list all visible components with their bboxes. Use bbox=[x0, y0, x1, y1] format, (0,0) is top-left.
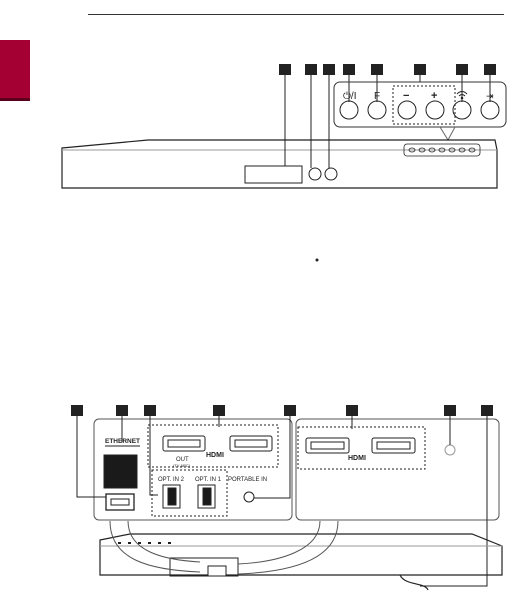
callout-square bbox=[305, 64, 317, 75]
callout-square bbox=[71, 405, 83, 416]
ethernet-label: ETHERNET bbox=[105, 438, 140, 445]
bluetooth-label: ⇥ bbox=[486, 91, 494, 101]
callout-square bbox=[279, 64, 291, 75]
hdmi-in-port-1 bbox=[305, 437, 350, 454]
function-button-label: F bbox=[374, 91, 380, 102]
hdmi-out-label: OUT bbox=[176, 457, 189, 463]
hdmi-out-sublabel: (TV ARC) bbox=[173, 463, 191, 468]
rear-panel-right bbox=[295, 418, 500, 521]
bluetooth-button bbox=[480, 100, 500, 120]
header-rule bbox=[88, 14, 504, 15]
callout-square bbox=[116, 405, 128, 416]
optical-in-1-label: OPT. IN 1 bbox=[195, 477, 222, 483]
reset-hole bbox=[444, 444, 456, 456]
hdmi-in-logo: HDMI bbox=[348, 455, 366, 462]
hdmi-out-port bbox=[162, 435, 206, 452]
hdmi-logo: HDMI bbox=[206, 452, 224, 459]
hdmi-in-group bbox=[297, 426, 426, 470]
callout-square bbox=[371, 64, 383, 75]
callout-square bbox=[144, 405, 156, 416]
status-led bbox=[324, 167, 338, 181]
section-tab bbox=[0, 40, 30, 101]
soundbar-rear bbox=[99, 533, 503, 576]
optical-in-2 bbox=[162, 484, 181, 509]
callout-square bbox=[343, 64, 355, 75]
remote-sensor bbox=[308, 167, 322, 181]
wifi-icon bbox=[456, 91, 468, 100]
callout-square bbox=[213, 405, 225, 416]
wifi-button bbox=[452, 100, 472, 120]
optical-in-2-label: OPT. IN 2 bbox=[158, 477, 185, 483]
rear-callouts bbox=[71, 405, 493, 416]
power-button-label: ⏻/I bbox=[343, 91, 356, 102]
hdmi-in-port-2 bbox=[371, 437, 416, 454]
rear-recess bbox=[169, 557, 239, 577]
optical-in-1 bbox=[197, 484, 216, 509]
optical-group bbox=[151, 469, 228, 517]
function-button bbox=[367, 100, 387, 120]
soundbar-front bbox=[61, 139, 498, 189]
portable-in-label: PORTABLE IN bbox=[228, 477, 267, 483]
volume-up-label: + bbox=[431, 90, 437, 102]
power-button bbox=[339, 100, 359, 120]
rear-panel-left bbox=[93, 418, 293, 521]
callout-square bbox=[346, 405, 358, 416]
callout-square bbox=[444, 405, 456, 416]
portable-in-jack bbox=[243, 491, 255, 503]
callout-square bbox=[414, 64, 426, 75]
volume-up-button bbox=[425, 100, 445, 120]
top-button-strip bbox=[403, 143, 481, 157]
button-panel bbox=[333, 81, 507, 128]
power-cord bbox=[399, 574, 429, 591]
volume-down-button bbox=[397, 100, 417, 120]
callout-square bbox=[484, 64, 496, 75]
hdmi-out-port-2 bbox=[229, 435, 273, 452]
front-callouts bbox=[279, 64, 496, 75]
usb-port bbox=[105, 493, 135, 511]
display-window bbox=[244, 165, 303, 184]
hdmi-group bbox=[147, 424, 279, 468]
callout-square bbox=[481, 405, 493, 416]
callout-square bbox=[456, 64, 468, 75]
ethernet-port bbox=[103, 454, 138, 489]
volume-down-label: − bbox=[403, 90, 409, 102]
callout-square bbox=[323, 64, 335, 75]
callout-square bbox=[284, 405, 296, 416]
